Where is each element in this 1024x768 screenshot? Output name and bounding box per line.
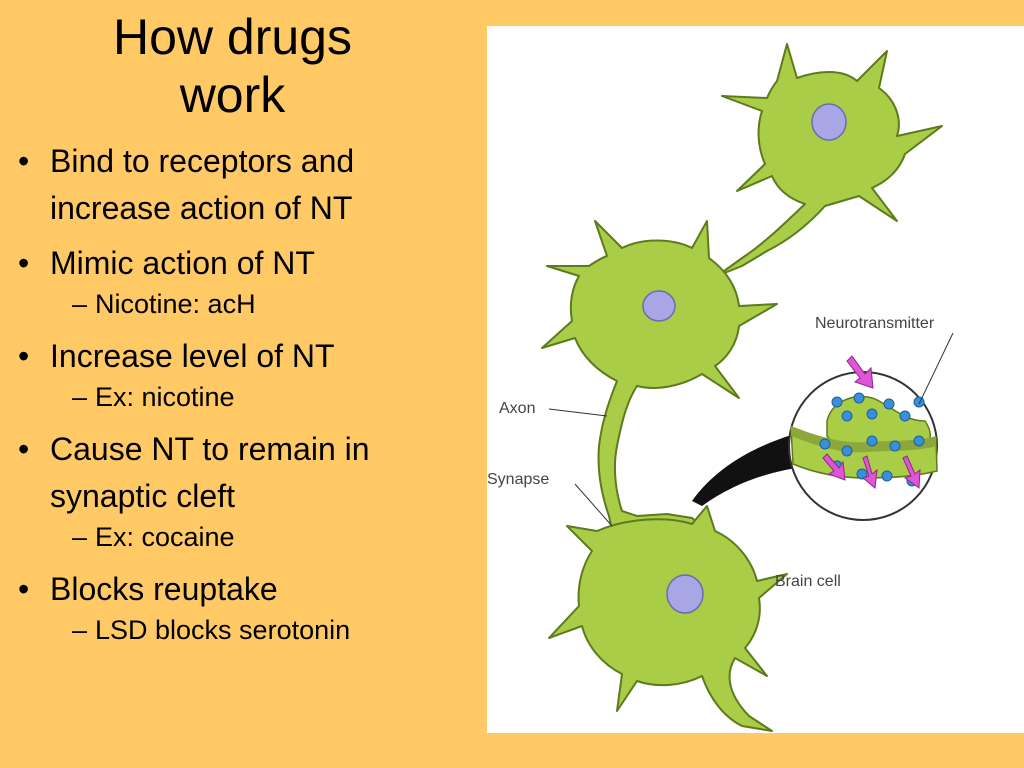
neuron-diagram-svg: Neurotransmitter Axon Synapse Brain cell bbox=[487, 43, 954, 732]
bullet-text: Mimic action of NT bbox=[50, 245, 315, 281]
sub-bullet-list: –Ex: nicotine bbox=[50, 376, 464, 418]
sub-bullet-item: –Ex: nicotine bbox=[72, 382, 235, 412]
sub-bullet-text: LSD blocks serotonin bbox=[95, 615, 351, 645]
bullet-item: •Bind to receptors and increase action o… bbox=[18, 143, 355, 226]
bullet-item: •Increase level of NT –Ex: nicotine bbox=[14, 333, 464, 418]
zoom-wedge bbox=[692, 431, 809, 506]
nucleus-middle bbox=[642, 290, 676, 322]
bullet-text: Cause NT to remain in synaptic cleft bbox=[50, 431, 370, 514]
label-brain-cell: Brain cell bbox=[775, 573, 841, 590]
synapse-zoom-circle bbox=[788, 355, 938, 521]
label-neurotransmitter: Neurotransmitter bbox=[815, 315, 935, 332]
sub-bullet-list: –Nicotine: acH bbox=[50, 283, 464, 325]
nucleus-bottom bbox=[666, 574, 704, 614]
bullet-list: •Bind to receptors and increase action o… bbox=[14, 138, 464, 659]
sub-bullet-list: –LSD blocks serotonin bbox=[50, 609, 464, 651]
sub-bullet-item: –Nicotine: acH bbox=[72, 289, 256, 319]
bullet-item: •Cause NT to remain in synaptic cleft –E… bbox=[14, 426, 464, 558]
title-line-2: work bbox=[179, 67, 286, 123]
label-axon: Axon bbox=[499, 400, 535, 417]
sub-bullet-text: Nicotine: acH bbox=[95, 289, 256, 319]
neuron-bottom bbox=[548, 505, 788, 732]
bullet-text: Increase level of NT bbox=[50, 338, 335, 374]
sub-bullet-text: Ex: nicotine bbox=[95, 382, 235, 412]
sub-bullet-item: –LSD blocks serotonin bbox=[72, 615, 351, 645]
sub-bullet-list: –Ex: cocaine bbox=[50, 516, 464, 558]
bullet-text: Bind to receptors and increase action of… bbox=[50, 143, 355, 226]
nucleus-top bbox=[811, 103, 847, 141]
pointer-lines bbox=[548, 332, 954, 527]
label-synapse: Synapse bbox=[487, 471, 549, 488]
arrows bbox=[822, 355, 921, 489]
title-line-1: How drugs bbox=[113, 9, 352, 65]
bullet-item: •Mimic action of NT –Nicotine: acH bbox=[14, 240, 464, 325]
neuron-diagram: Neurotransmitter Axon Synapse Brain cell bbox=[487, 26, 1024, 733]
bullet-item: •Blocks reuptake –LSD blocks serotonin bbox=[14, 566, 464, 651]
neuron-top bbox=[716, 43, 943, 277]
sub-bullet-item: –Ex: cocaine bbox=[72, 522, 235, 552]
sub-bullet-text: Ex: cocaine bbox=[95, 522, 235, 552]
slide-title: How drugs work bbox=[0, 8, 465, 124]
neuron-middle bbox=[541, 220, 778, 531]
bullet-text: Blocks reuptake bbox=[50, 571, 278, 607]
